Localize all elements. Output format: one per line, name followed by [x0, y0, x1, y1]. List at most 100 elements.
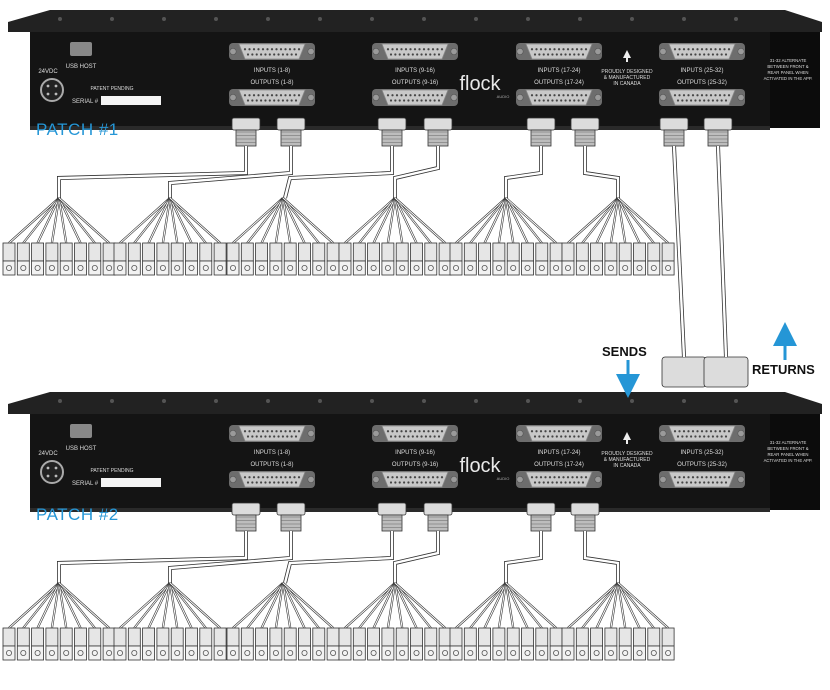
- screw: [229, 475, 237, 483]
- made-in-canada-text: & MANUFACTURED: [604, 75, 651, 81]
- xlr-pin-ring: [91, 264, 98, 271]
- alt-note-text: 31-32 ALTERNATE: [770, 58, 807, 63]
- xlr-pin-ring: [665, 650, 672, 657]
- xlr-plug-tip: [381, 645, 395, 661]
- dsub-pin: [553, 94, 556, 97]
- screw: [659, 94, 667, 102]
- xlr-pin-ring: [413, 650, 420, 657]
- xlr-pin-ring: [650, 650, 657, 657]
- xlr-plug-body: [633, 627, 646, 647]
- xlr-pin-ring: [48, 264, 55, 271]
- xlr-pin-ring: [553, 264, 560, 271]
- cable-trunk: [504, 531, 543, 583]
- dsub-pin: [676, 53, 680, 56]
- fan-cable-inner: [261, 582, 284, 629]
- fan-cable-inner: [596, 197, 619, 244]
- fan-cable-inner: [119, 582, 171, 629]
- chassis-side: [770, 32, 820, 128]
- dsub-pin: [413, 430, 417, 433]
- rack-screw: [734, 399, 738, 403]
- dsub-pin: [564, 99, 567, 102]
- dsub-pin: [718, 94, 722, 97]
- dsub-pin: [270, 476, 274, 479]
- link-connector: [703, 356, 749, 388]
- xlr-plug-body: [338, 242, 352, 262]
- dsub-pin: [288, 48, 292, 51]
- fan-cable-inner: [51, 582, 60, 629]
- dsub-pin: [716, 481, 719, 484]
- dsub-pin: [709, 430, 713, 433]
- cable-connector-head: [231, 502, 261, 516]
- dsub-pin: [400, 476, 403, 479]
- dsub-pin: [389, 99, 393, 102]
- xlr-plug-body: [661, 242, 675, 262]
- xlr-plug-tip: [156, 645, 170, 661]
- xlr-pin-ring: [413, 264, 420, 271]
- made-in-canada-text: PROUDLY DESIGNED: [601, 69, 653, 75]
- screw: [372, 475, 380, 483]
- rack-screw: [318, 17, 322, 21]
- fan-cable-inner: [169, 582, 192, 629]
- rack-screw: [318, 399, 322, 403]
- rack-screw: [526, 399, 530, 403]
- dsub-pin: [246, 435, 250, 438]
- dsub-pin: [281, 481, 285, 484]
- dsub-pin: [266, 476, 269, 479]
- screw: [594, 475, 602, 483]
- fan-cable-inner: [246, 582, 284, 629]
- dsub-pin: [248, 94, 251, 97]
- xlr-plug-body: [45, 242, 59, 262]
- screw: [737, 475, 745, 483]
- xlr-plug-tip: [424, 260, 438, 276]
- cable-connector-body: [280, 514, 302, 532]
- dsub-pin: [555, 99, 558, 102]
- dsub-pin: [564, 53, 567, 56]
- dsub-pin: [261, 430, 265, 433]
- dsub-port: [525, 89, 593, 106]
- dsub-pin: [539, 94, 543, 97]
- fan-cable-inner: [567, 582, 619, 629]
- dsub-pin: [243, 94, 247, 97]
- dsub-pin: [581, 435, 585, 438]
- xlr-plug-body: [604, 242, 618, 262]
- returns-label: RETURNS: [752, 362, 815, 377]
- dsub-pin: [538, 435, 541, 438]
- xlr-plug-body: [298, 242, 311, 262]
- xlr-plug-body: [575, 627, 589, 647]
- power-pin: [46, 92, 50, 96]
- dsub-pin: [420, 435, 423, 438]
- dsub-pin: [394, 481, 397, 484]
- dsub-pin: [427, 430, 430, 433]
- cable-trunk: [168, 531, 293, 583]
- port-label-outputs: OUTPUTS (1-8): [250, 462, 293, 468]
- dsub-pin: [413, 94, 417, 97]
- dsub-pin: [433, 53, 436, 56]
- dsub-pin: [573, 99, 576, 102]
- dsub-pin: [723, 48, 726, 51]
- serial-label: SERIAL #: [72, 481, 99, 487]
- fan-cable-inner: [58, 582, 110, 629]
- dsub-pin: [395, 476, 399, 479]
- dsub-pin: [279, 476, 283, 479]
- cable-connector-body: [427, 129, 449, 147]
- dsub-pin: [275, 476, 278, 479]
- xlr-pin-ring: [427, 650, 434, 657]
- dsub-pin: [551, 53, 554, 56]
- dsub-pin: [386, 48, 390, 51]
- dsub-pin: [297, 430, 301, 433]
- fan-cable-inner: [394, 582, 417, 629]
- dsub-pin: [281, 53, 285, 56]
- xlr-plug-tip: [590, 260, 603, 276]
- rack-screw: [110, 399, 114, 403]
- alt-note-text: BETWEEN FRONT &: [767, 446, 808, 451]
- xlr-pin-ring: [622, 264, 629, 271]
- xlr-pin-ring: [287, 650, 294, 657]
- xlr-plug-tip: [31, 260, 45, 276]
- dsub-pin: [411, 435, 414, 438]
- xlr-plug-tip: [16, 645, 30, 661]
- xlr-plug-tip: [535, 260, 549, 276]
- dsub-pin: [277, 99, 280, 102]
- fan-cable-inner: [232, 197, 284, 244]
- xlr-pin-ring: [538, 650, 545, 657]
- dsub-pin: [530, 94, 534, 97]
